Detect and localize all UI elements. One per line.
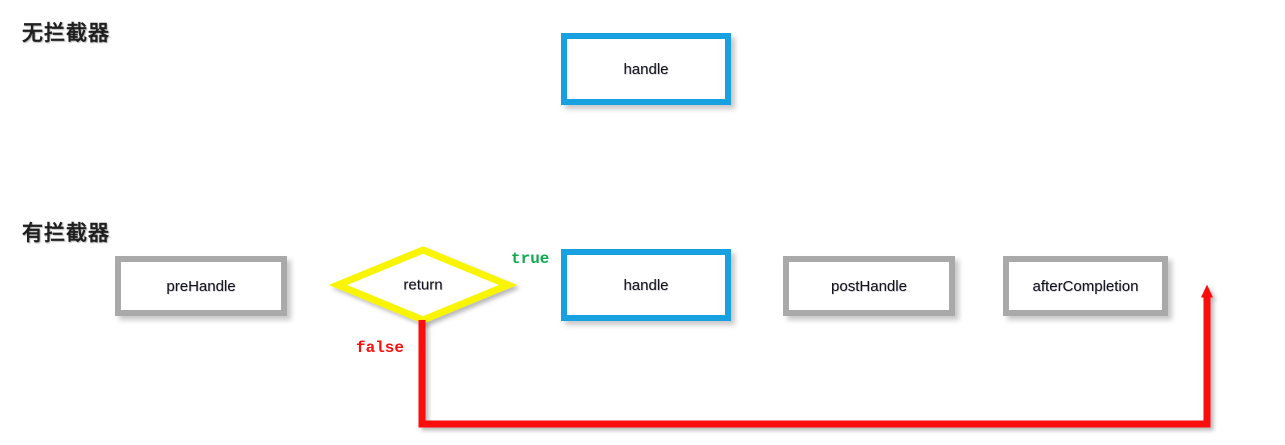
- node-aftercompletion[interactable]: afterCompletion: [1003, 256, 1168, 316]
- section-title-no-interceptor: 无拦截器: [22, 22, 110, 45]
- node-return-diamond[interactable]: return: [338, 250, 508, 320]
- edge-label-true: true: [511, 250, 550, 268]
- node-handle-row1[interactable]: handle: [561, 33, 731, 105]
- node-handle-row2[interactable]: handle: [561, 249, 731, 321]
- node-handle-row1-label: handle: [623, 60, 669, 78]
- node-prehandle-label: preHandle: [166, 277, 236, 295]
- node-posthandle[interactable]: postHandle: [783, 256, 955, 316]
- section-title-with-interceptor: 有拦截器: [22, 222, 110, 245]
- node-posthandle-label: postHandle: [831, 277, 907, 295]
- false-loop-path: [418, 284, 1213, 428]
- node-return-label: return: [403, 276, 443, 294]
- node-aftercompletion-label: afterCompletion: [1032, 277, 1139, 295]
- edge-label-false: false: [356, 339, 405, 357]
- node-prehandle[interactable]: preHandle: [115, 256, 287, 316]
- node-handle-row2-label: handle: [623, 276, 669, 294]
